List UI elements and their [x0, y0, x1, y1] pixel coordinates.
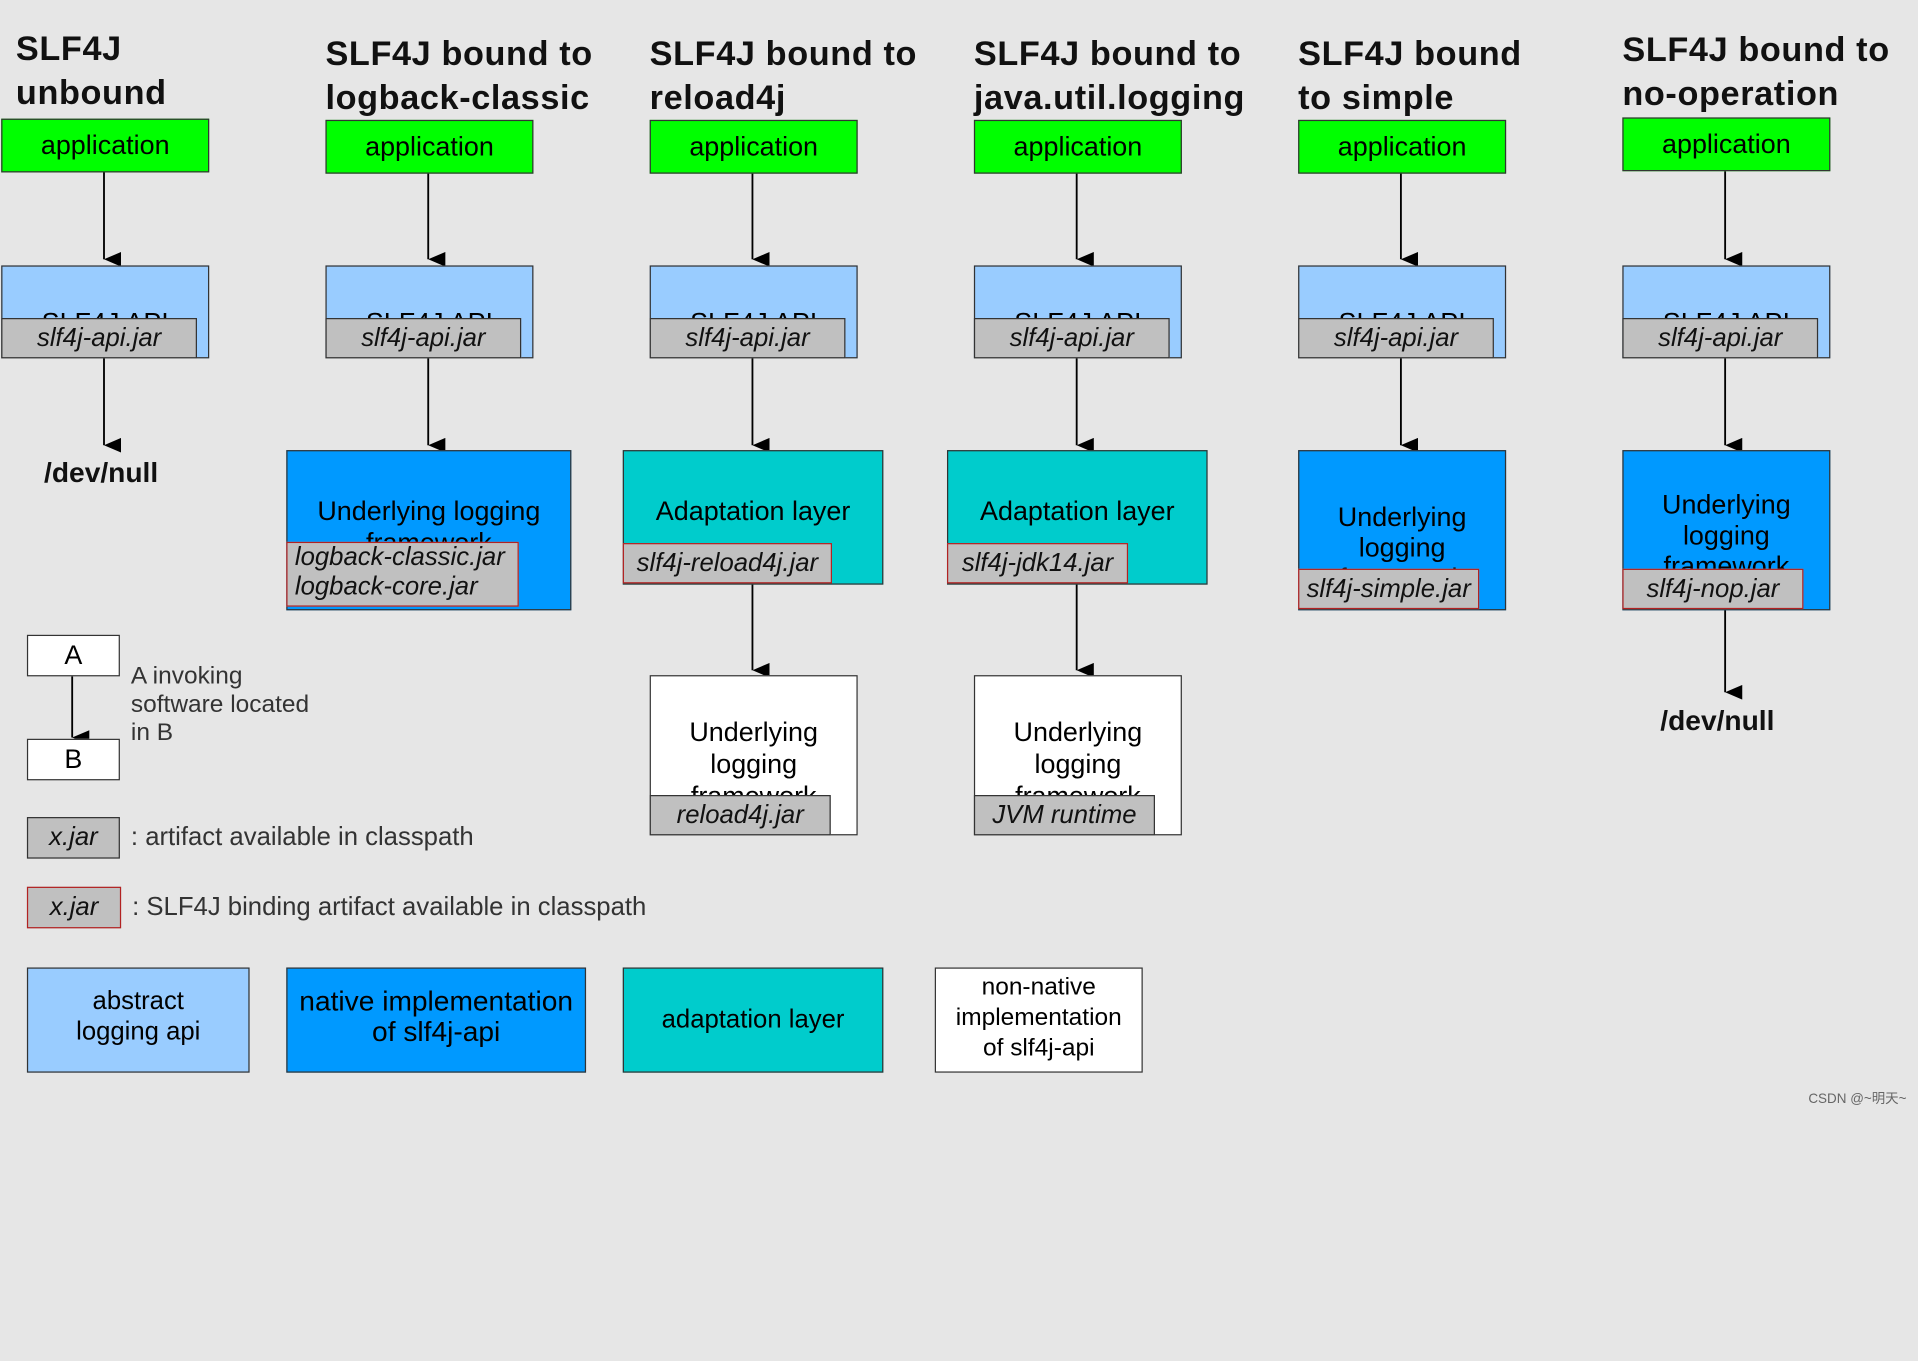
legend-binding-text: : SLF4J binding artifact available in cl… [132, 892, 647, 921]
legend-non-native: non-native implementation of slf4j-api [934, 967, 1143, 1073]
api-jar: slf4j-api.jar [325, 318, 522, 359]
legend-jar-text: : artifact available in classpath [130, 823, 474, 852]
binding-jar: slf4j-reload4j.jar [622, 543, 832, 584]
column-title: SLF4J unbound [15, 29, 167, 112]
watermark: CSDN @~明天~ [1808, 1092, 1907, 1107]
arrows-layer [71, 171, 1743, 745]
binding-jar: slf4j-nop.jar [1622, 568, 1804, 610]
api-jar: slf4j-api.jar [973, 318, 1170, 359]
application-box: application [325, 119, 534, 174]
legend-native-impl: native implementation of slf4j-api [286, 967, 587, 1073]
adaptation-label: Adaptation layer [655, 495, 851, 526]
binding-jar: slf4j-jdk14.jar [946, 543, 1129, 584]
framework-jar: reload4j.jar [649, 795, 831, 836]
column-title: SLF4J bound to logback-classic [325, 34, 593, 117]
dev-null-label: /dev/null [1660, 704, 1775, 737]
application-box: application [649, 119, 858, 174]
legend-invoke-text: A invoking software located in B [130, 662, 310, 747]
binding-jar: slf4j-simple.jar [1298, 568, 1480, 610]
adaptation-label: Adaptation layer [980, 495, 1175, 526]
api-jar: slf4j-api.jar [1298, 318, 1494, 359]
api-jar: slf4j-api.jar [1, 318, 197, 359]
application-box: application [1, 118, 210, 173]
application-box: application [1298, 119, 1507, 174]
dev-null-label: /dev/null [44, 456, 159, 489]
application-box: application [1622, 117, 1831, 172]
legend-abstract-api: abstract logging api [26, 967, 250, 1073]
binding-jar: logback-classic.jar logback-core.jar [286, 541, 519, 607]
column-title: SLF4J bound to reload4j [649, 34, 918, 117]
legend-box-a: A [26, 634, 120, 677]
legend-jar: x.jar [26, 817, 120, 859]
legend-box-b: B [26, 738, 120, 781]
impl-label: Underlying logging framework [1662, 489, 1791, 581]
api-jar: slf4j-api.jar [1622, 318, 1819, 359]
application-box: application [973, 119, 1182, 174]
framework-jar: JVM runtime [973, 795, 1155, 836]
column-title: SLF4J bound to simple [1298, 34, 1522, 117]
column-title: SLF4J bound to java.util.logging [973, 34, 1246, 117]
api-jar: slf4j-api.jar [649, 318, 846, 359]
legend-binding-jar: x.jar [26, 886, 122, 929]
legend-adaptation-layer: adaptation layer [622, 967, 884, 1073]
column-title: SLF4J bound to no-operation [1622, 30, 1890, 113]
